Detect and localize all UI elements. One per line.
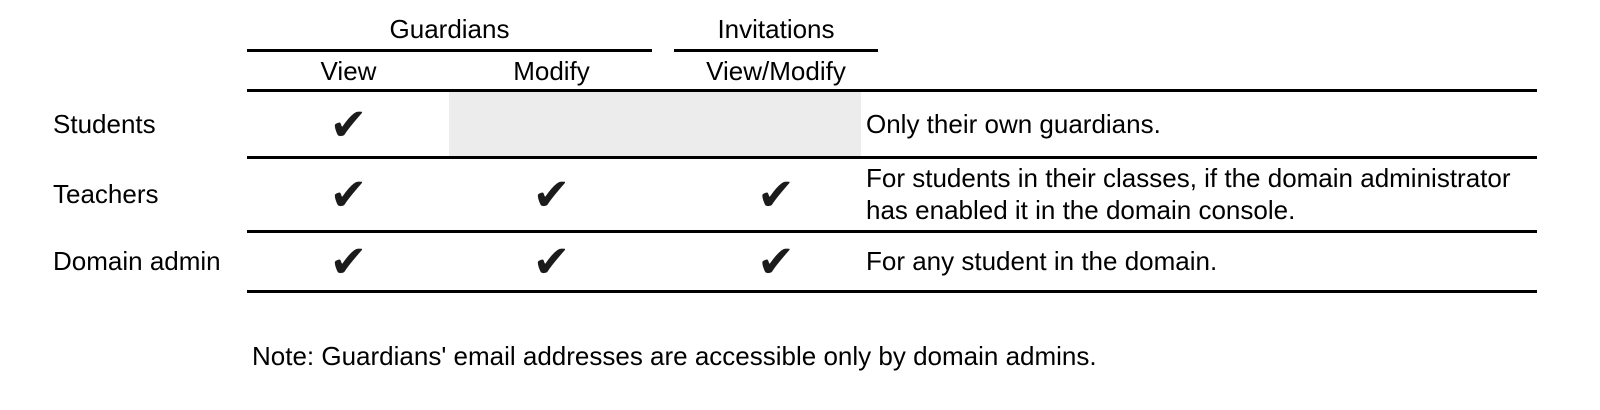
check-icon: ✔ [329,97,368,151]
row-label-domain-admin: Domain admin [53,246,221,276]
guardians-group-underline [247,49,652,52]
teachers-row-divider [247,230,1537,233]
not-applicable-cell [449,92,861,156]
column-group-invitations: Invitations [717,14,835,44]
column-header-view-modify: View/Modify [706,56,846,86]
check-icon: ✔ [757,167,795,221]
invitations-group-underline [674,49,878,52]
column-header-view: View [320,56,377,86]
row-label-students: Students [53,109,156,139]
check-icon: ✔ [329,234,368,288]
note-domain-admin: For any student in the domain. [866,246,1218,276]
column-group-guardians: Guardians [389,14,510,44]
check-icon: ✔ [329,167,368,221]
check-icon: ✔ [532,234,571,288]
empty-cell [450,92,653,156]
check-icon: ✔ [757,234,795,288]
empty-cell [674,92,878,156]
table-bottom-divider [247,290,1537,293]
check-icon: ✔ [532,167,571,221]
note-students: Only their own guardians. [866,109,1161,139]
students-row-divider [247,156,1537,159]
row-label-teachers: Teachers [53,179,159,209]
note-teachers: For students in their classes, if the do… [866,163,1511,225]
column-header-modify: Modify [513,56,590,86]
footnote: Note: Guardians' email addresses are acc… [252,341,1097,371]
header-divider [247,89,1537,92]
